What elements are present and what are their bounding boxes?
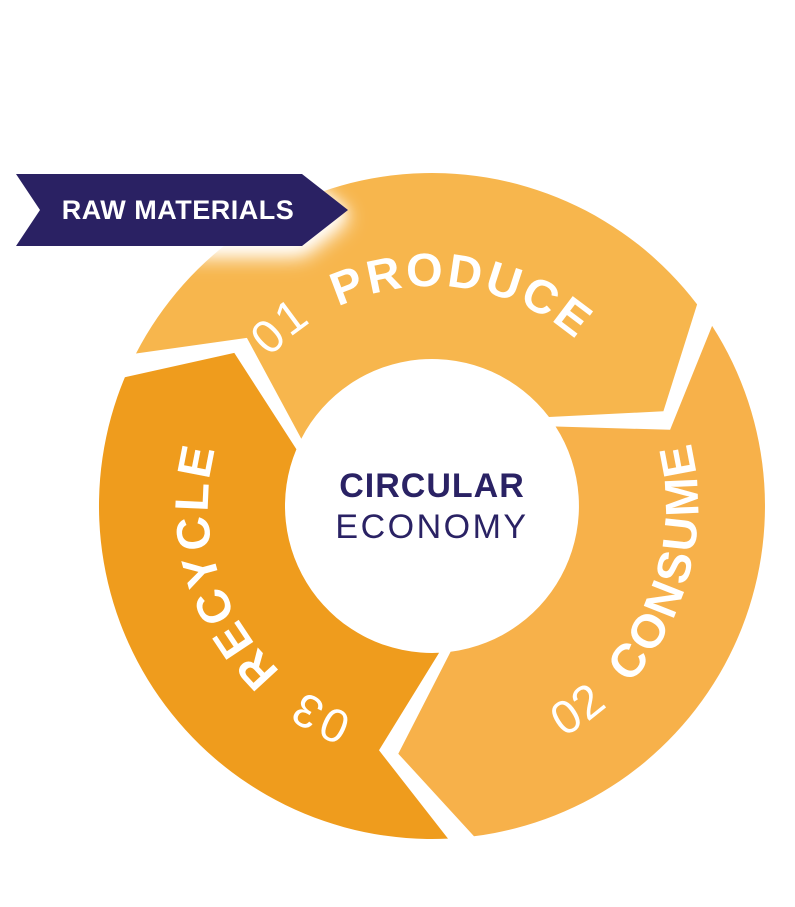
center-title-line2: ECONOMY xyxy=(335,508,528,546)
banner-label: RAW MATERIALS xyxy=(62,195,294,225)
cycle-ring: 01 PRODUCE 02 CONSUME 03 RECYCLE xyxy=(98,172,765,839)
raw-materials-banner: RAW MATERIALS xyxy=(16,174,348,246)
segment-consume-arc xyxy=(398,325,765,837)
center-label: CIRCULAR ECONOMY xyxy=(335,467,528,546)
center-title-line1: CIRCULAR xyxy=(339,467,525,505)
banner-ribbon-shape xyxy=(16,174,348,246)
segment-recycle-arc xyxy=(98,352,449,839)
